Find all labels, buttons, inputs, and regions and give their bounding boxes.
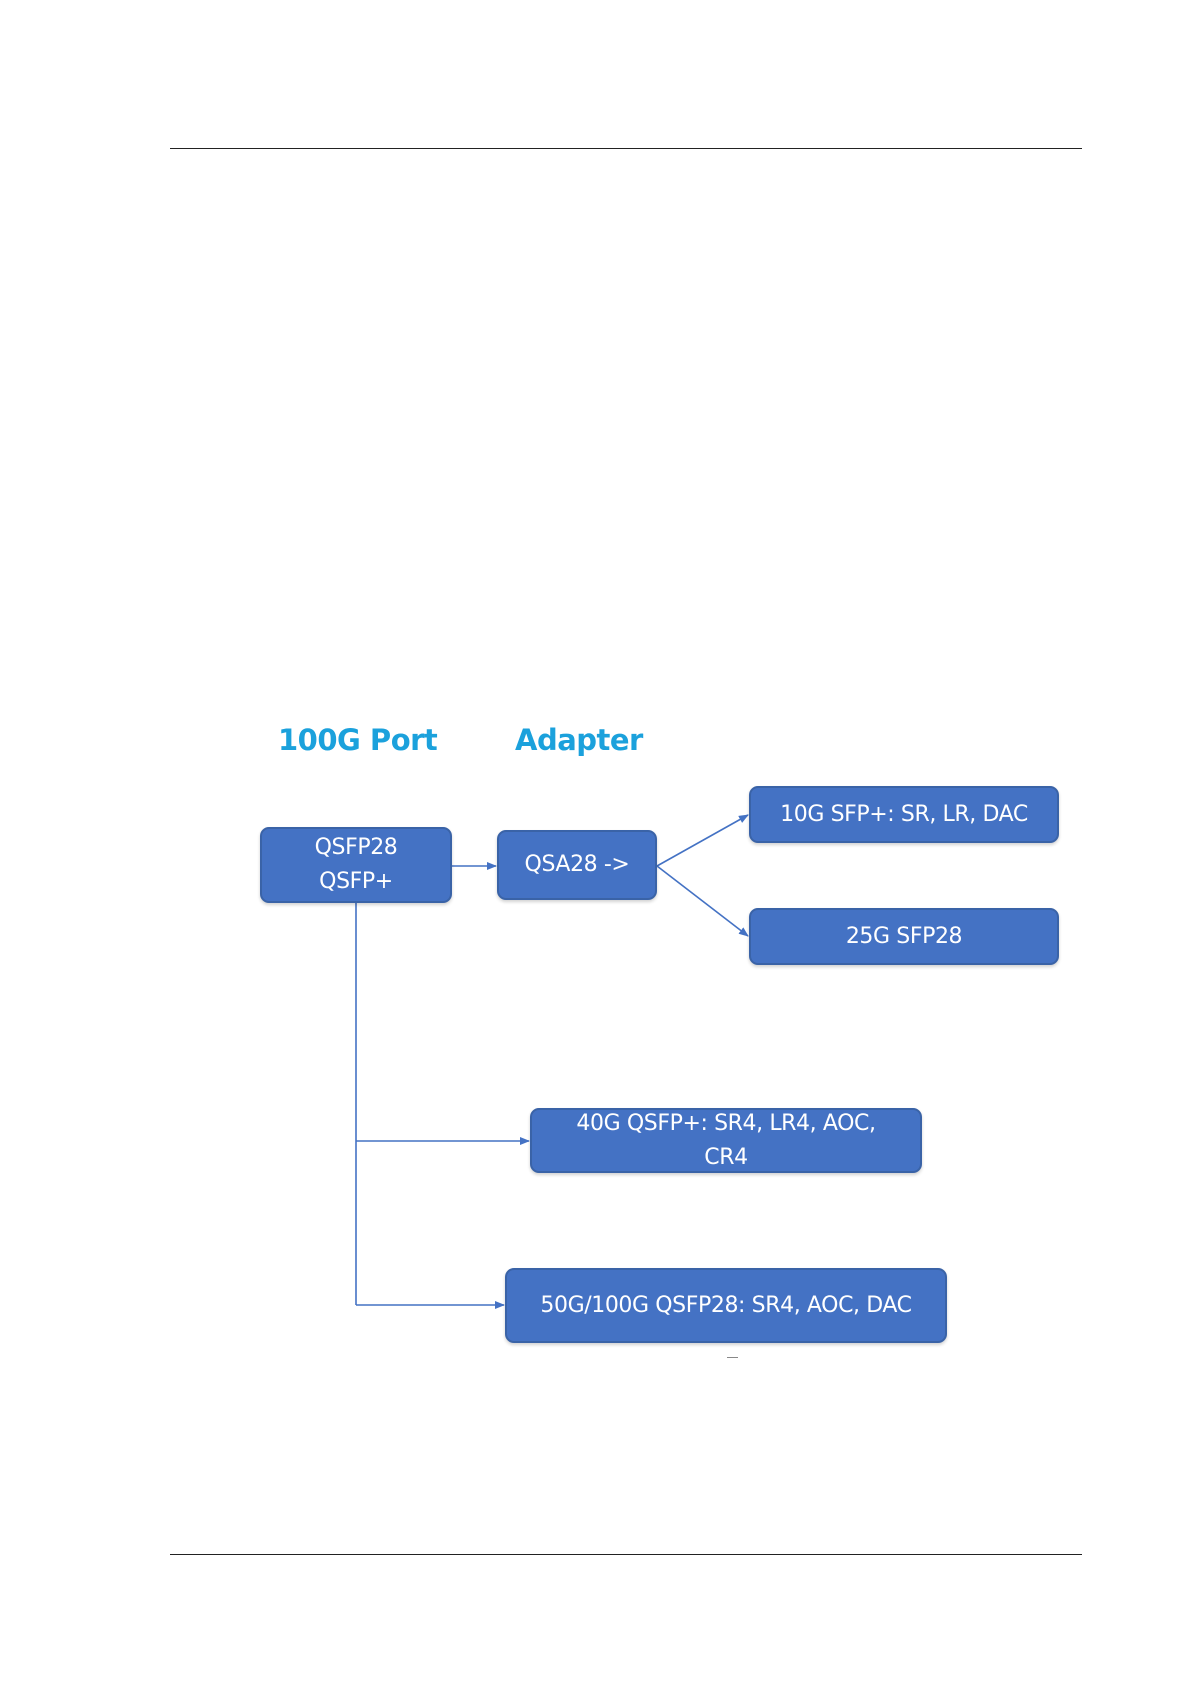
- node-25g-sfp28: 25G SFP28: [749, 908, 1059, 965]
- small-dash-mark: [727, 1357, 738, 1358]
- edge-adapter-to-10g: [657, 815, 748, 866]
- node-50g-100g-qsfp28: 50G/100G QSFP28: SR4, AOC, DAC: [505, 1268, 947, 1343]
- footer-rule: [170, 1554, 1082, 1555]
- node-qsa28-adapter: QSA28 ->: [497, 830, 657, 900]
- node-qsfp28-qsfp-port: QSFP28 QSFP+: [260, 827, 452, 903]
- heading-100g-port: 100G Port: [278, 723, 437, 757]
- heading-adapter: Adapter: [515, 723, 643, 757]
- header-rule: [170, 148, 1082, 149]
- node-40g-qsfp-plus: 40G QSFP+: SR4, LR4, AOC, CR4: [530, 1108, 922, 1173]
- edge-adapter-to-25g: [657, 866, 748, 936]
- node-10g-sfp-plus: 10G SFP+: SR, LR, DAC: [749, 786, 1059, 843]
